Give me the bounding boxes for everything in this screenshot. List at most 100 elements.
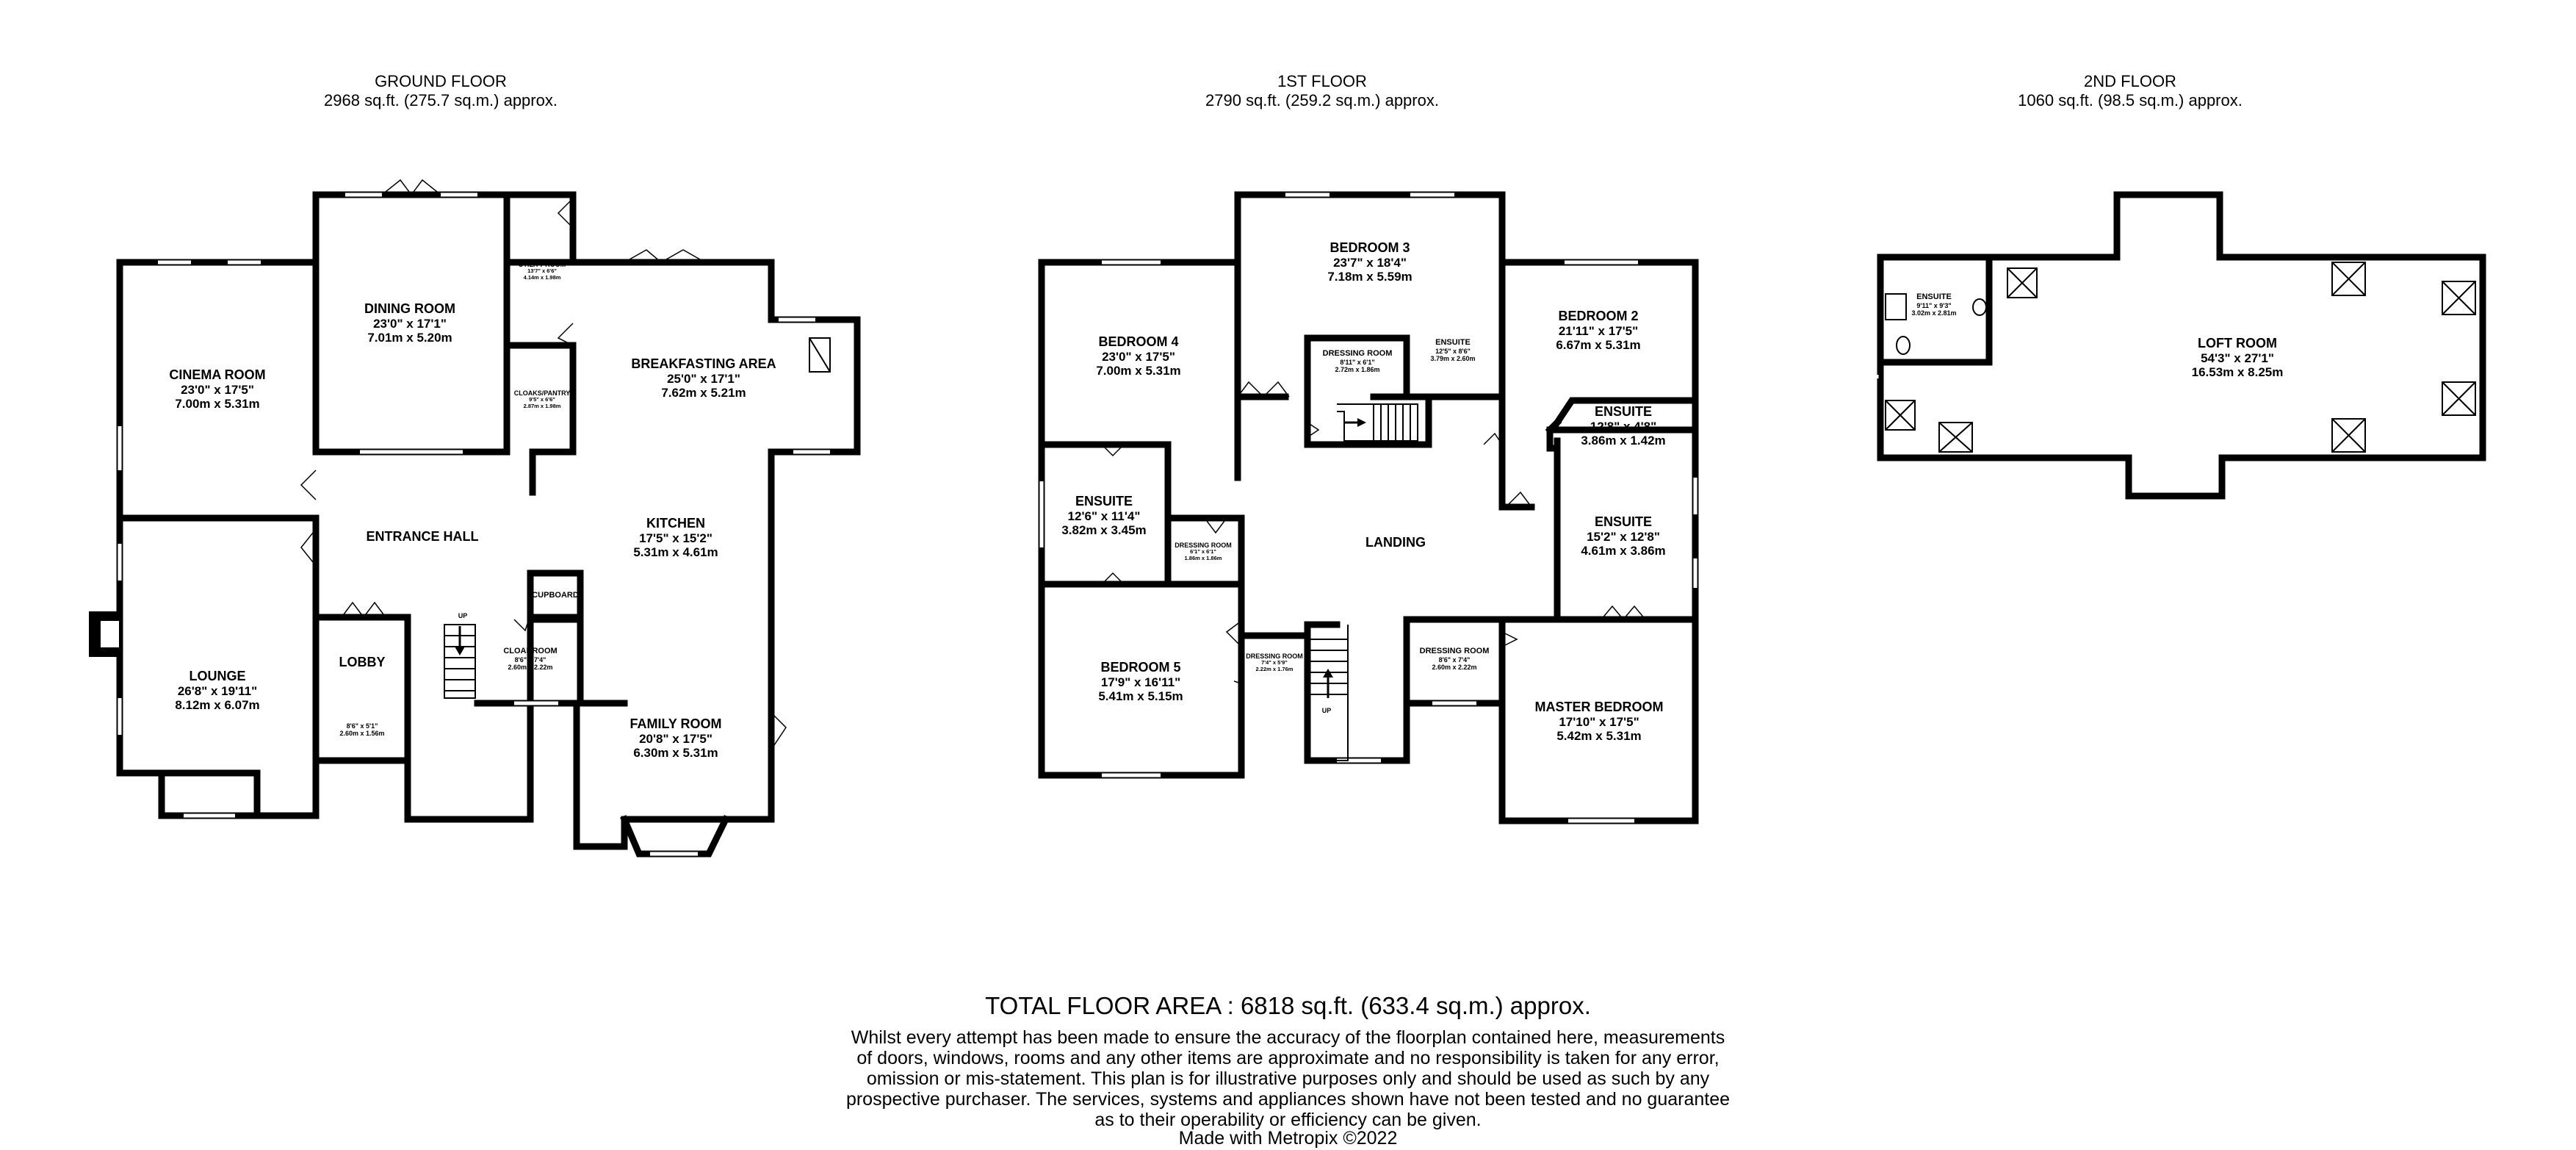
room-name: DINING ROOM (364, 301, 455, 316)
toilet-icon (1896, 336, 1911, 355)
room-bedroom-2: BEDROOM 2 21'11" x 17'5" 6.67m x 5.31m (1556, 309, 1640, 353)
room-imperial: 12'6" x 11'4" (1067, 508, 1141, 523)
room-imperial: 23'0" x 17'5" (1102, 349, 1175, 364)
room-name: ENSUITE (1435, 338, 1471, 347)
room-ensuite-bedroom-2: ENSUITE 12'8" x 4'8" 3.86m x 1.42m (1581, 404, 1665, 448)
room-metric: 2.22m x 1.76m (1255, 665, 1294, 672)
room-imperial: 12'8" x 4'8" (1590, 419, 1657, 434)
room-ensuite-loft: ENSUITE 9'11" x 9'3" 3.02m x 2.81m (1911, 292, 1956, 317)
room-cupboard: CUPBOARD (532, 591, 579, 600)
room-metric: 2.60m x 1.56m (339, 730, 385, 738)
room-dining: DINING ROOM 23'0" x 17'1" 7.01m x 5.20m (364, 301, 455, 345)
room-name: LOFT ROOM (2198, 336, 2277, 351)
bath-icon (1885, 293, 1907, 320)
room-entrance-hall: ENTRANCE HALL (367, 529, 479, 545)
first-floor-plan (1038, 191, 1699, 824)
room-name: ENSUITE (1916, 292, 1952, 301)
room-imperial: 17'5" x 15'2" (639, 531, 712, 545)
room-bedroom-3: BEDROOM 3 23'7" x 18'4" 7.18m x 5.59m (1327, 240, 1412, 284)
room-name: UTILITY ROOM (518, 261, 566, 268)
room-name: DRESSING ROOM (1175, 542, 1232, 549)
room-name: FAMILY ROOM (629, 716, 722, 731)
room-metric: 7.00m x 5.31m (175, 397, 260, 412)
room-name: DRESSING ROOM (1419, 647, 1490, 655)
room-metric: 16.53m x 8.25m (2191, 365, 2284, 380)
room-imperial: 8'6" x 7'4" (514, 655, 546, 664)
second-floor-name: 2ND FLOOR (2084, 72, 2176, 90)
room-utility: UTILITY ROOM 13'7" x 6'6" 4.14m x 1.98m (519, 261, 566, 281)
room-lounge: LOUNGE 26'8" x 19'11" 8.12m x 6.07m (175, 669, 259, 713)
disclaimer-line: as to their operability or efficiency ca… (1094, 1110, 1482, 1130)
second-floor-heading: 2ND FLOOR 1060 sq.ft. (98.5 sq.m.) appro… (1983, 72, 2277, 110)
room-name: BEDROOM 5 (1100, 660, 1181, 675)
disclaimer-line: of doors, windows, rooms and any other i… (856, 1048, 1720, 1068)
room-ensuite-bedroom-4: ENSUITE 12'6" x 11'4" 3.82m x 3.45m (1061, 494, 1146, 538)
ground-floor-heading: GROUND FLOOR 2968 sq.ft. (275.7 sq.m.) a… (294, 72, 588, 110)
room-metric: 4.14m x 1.98m (523, 273, 561, 281)
room-imperial: 26'8" x 19'11" (177, 683, 258, 698)
room-family: FAMILY ROOM 20'8" x 17'5" 6.30m x 5.31m (629, 716, 721, 761)
disclaimer: Whilst every attempt has been made to en… (0, 1027, 2576, 1130)
room-imperial: 23'0" x 17'5" (181, 382, 254, 397)
room-name: BREAKFASTING AREA (631, 356, 776, 371)
room-name: ENSUITE (1594, 404, 1652, 419)
room-dressing-bedroom-3: DRESSING ROOM 8'11" x 6'1" 2.72m x 1.86m (1323, 349, 1393, 373)
room-imperial: 12'5" x 8'6" (1435, 347, 1471, 355)
stair-up-label-ground: UP (458, 612, 468, 619)
room-metric: 2.60m x 2.22m (508, 663, 553, 671)
room-cinema: CINEMA ROOM 23'0" x 17'5" 7.00m x 5.31m (169, 367, 265, 412)
basin-icon (1972, 298, 1987, 316)
stair-up-text: UP (1321, 707, 1332, 714)
room-breakfasting: BREAKFASTING AREA 25'0" x 17'1" 7.62m x … (631, 356, 776, 400)
room-metric: 7.01m x 5.20m (367, 331, 452, 345)
first-floor-heading: 1ST FLOOR 2790 sq.ft. (259.2 sq.m.) appr… (1175, 72, 1469, 110)
room-metric: 2.60m x 2.22m (1432, 663, 1477, 671)
room-imperial: 13'7" x 6'6" (527, 267, 557, 275)
rooflight-icons (1885, 262, 2476, 453)
ground-floor-plan (89, 179, 861, 858)
room-landing: LANDING (1365, 535, 1426, 550)
room-metric: 5.31m x 4.61m (633, 545, 718, 560)
room-metric: 2.72m x 1.86m (1335, 365, 1380, 373)
room-name: MASTER BEDROOM (1534, 700, 1664, 714)
ground-floor-area: 2968 sq.ft. (275.7 sq.m.) approx. (324, 91, 558, 109)
room-metric: 2.87m x 1.98m (523, 402, 561, 409)
room-metric: 6.30m x 5.31m (633, 746, 718, 761)
made-with-credit: Made with Metropix ©2022 (1178, 1128, 1398, 1149)
disclaimer-line: Whilst every attempt has been made to en… (851, 1027, 1725, 1048)
ground-floor-name: GROUND FLOOR (375, 72, 507, 90)
first-floor-name: 1ST FLOOR (1277, 72, 1367, 90)
room-metric: 3.86m x 1.42m (1581, 434, 1666, 448)
stair-up-label-first: UP (1322, 707, 1332, 714)
room-imperial: 21'11" x 17'5" (1558, 323, 1639, 338)
first-stairs-lower (1307, 625, 1349, 761)
room-metric: 3.82m x 3.45m (1061, 523, 1147, 538)
room-imperial: 20'8" x 17'5" (639, 731, 712, 746)
room-master-bedroom: MASTER BEDROOM 17'10" x 17'5" 5.42m x 5.… (1535, 700, 1664, 744)
room-name: CINEMA ROOM (169, 367, 266, 382)
room-metric: 5.42m x 5.31m (1556, 729, 1642, 744)
room-name: BEDROOM 2 (1558, 309, 1639, 323)
room-bedroom-5: BEDROOM 5 17'9" x 16'11" 5.41m x 5.15m (1098, 660, 1183, 704)
room-imperial: 25'0" x 17'1" (667, 371, 740, 386)
room-imperial: 23'7" x 18'4" (1333, 255, 1407, 270)
first-floor-area: 2790 sq.ft. (259.2 sq.m.) approx. (1205, 91, 1439, 109)
disclaimer-line: omission or mis-statement. This plan is … (866, 1068, 1710, 1089)
room-metric: 3.02m x 2.81m (1911, 309, 1957, 317)
ground-stairs (444, 624, 476, 699)
room-name: KITCHEN (646, 516, 705, 531)
room-imperial: 17'9" x 16'11" (1100, 675, 1181, 689)
room-metric: 6.67m x 5.31m (1556, 338, 1641, 353)
room-imperial: 23'0" x 17'1" (373, 316, 447, 331)
room-metric: 4.61m x 3.86m (1581, 544, 1666, 558)
room-name: ENSUITE (1075, 494, 1133, 508)
room-name: DRESSING ROOM (1246, 653, 1303, 660)
room-name: DRESSING ROOM (1322, 349, 1393, 358)
room-dressing-master: DRESSING ROOM 8'6" x 7'4" 2.60m x 2.22m (1420, 647, 1490, 671)
room-name: LOBBY (339, 655, 386, 669)
fireplace-opening (101, 621, 119, 647)
room-imperial: 6'1" x 6'1" (1190, 548, 1216, 556)
room-imperial: 15'2" x 12'8" (1587, 529, 1660, 544)
room-imperial: 54'3" x 27'1" (2201, 351, 2274, 365)
